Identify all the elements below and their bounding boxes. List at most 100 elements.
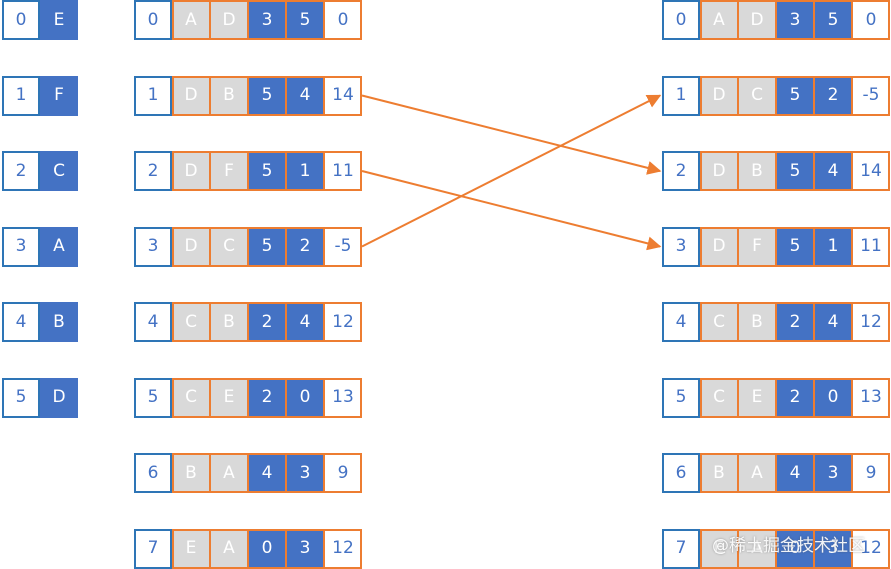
swap-arrow-2 — [361, 170, 662, 251]
row-divider — [285, 302, 287, 342]
row-key-a-cell: 5 — [248, 75, 286, 116]
key-letter-cell: A — [40, 226, 78, 267]
row-node-b-cell: F — [210, 151, 248, 191]
row-divider — [775, 528, 777, 569]
row-key-b-cell: 3 — [286, 453, 324, 493]
swap-arrow-3 — [361, 94, 662, 248]
row-divider — [813, 528, 815, 569]
row-node-a-cell: B — [700, 453, 738, 493]
row-node-a-cell: D — [700, 75, 738, 116]
row-divider — [285, 75, 287, 116]
row-weight-cell: 13 — [852, 377, 890, 418]
row-node-a-cell: C — [700, 377, 738, 418]
row-weight-cell: -5 — [324, 226, 362, 267]
row-node-a-cell: C — [172, 302, 210, 342]
row-index-cell: 7 — [662, 528, 700, 569]
row-index-cell: 2 — [662, 151, 700, 191]
row-index-cell: 1 — [662, 75, 700, 116]
row-key-b-cell: 1 — [286, 151, 324, 191]
row-node-a-cell: D — [172, 75, 210, 116]
row-divider — [813, 151, 815, 191]
row-key-a-cell: 5 — [776, 75, 814, 116]
row-node-b-cell: A — [210, 453, 248, 493]
row-node-b-cell: B — [210, 302, 248, 342]
row-divider — [285, 377, 287, 418]
row-node-a-cell: D — [172, 151, 210, 191]
row-index-cell: 1 — [134, 75, 172, 116]
row-divider — [209, 453, 211, 493]
row-divider — [247, 528, 249, 569]
row-key-b-cell: 0 — [814, 377, 852, 418]
row-divider — [813, 302, 815, 342]
key-index-cell: 3 — [2, 226, 40, 267]
row-divider — [323, 453, 325, 493]
row-key-a-cell: 0 — [248, 528, 286, 569]
row-divider — [247, 0, 249, 40]
row-node-b-cell: A — [210, 528, 248, 569]
key-letter-cell: D — [40, 377, 78, 418]
row-node-b-cell: A — [738, 528, 776, 569]
row-divider — [323, 0, 325, 40]
row-divider — [323, 302, 325, 342]
row-divider — [285, 0, 287, 40]
row-key-a-cell: 5 — [776, 151, 814, 191]
row-index-cell: 5 — [134, 377, 172, 418]
row-weight-cell: 12 — [852, 528, 890, 569]
row-divider — [813, 75, 815, 116]
row-divider — [247, 302, 249, 342]
row-divider — [285, 151, 287, 191]
row-node-b-cell: A — [738, 453, 776, 493]
row-divider — [209, 226, 211, 267]
row-divider — [851, 151, 853, 191]
row-weight-cell: 0 — [324, 0, 362, 40]
row-node-b-cell: F — [738, 226, 776, 267]
row-divider — [737, 75, 739, 116]
row-node-a-cell: C — [172, 377, 210, 418]
row-index-cell: 7 — [134, 528, 172, 569]
row-index-cell: 0 — [134, 0, 172, 40]
row-index-cell: 4 — [134, 302, 172, 342]
row-divider — [209, 151, 211, 191]
row-node-b-cell: E — [210, 377, 248, 418]
key-index-cell: 5 — [2, 377, 40, 418]
row-node-a-cell: E — [172, 528, 210, 569]
row-node-b-cell: B — [210, 75, 248, 116]
row-key-b-cell: 0 — [286, 377, 324, 418]
row-divider — [285, 453, 287, 493]
row-weight-cell: 12 — [324, 528, 362, 569]
row-divider — [813, 226, 815, 267]
row-key-a-cell: 2 — [776, 377, 814, 418]
row-node-b-cell: B — [738, 302, 776, 342]
row-node-a-cell: E — [700, 528, 738, 569]
row-divider — [813, 377, 815, 418]
row-divider — [775, 226, 777, 267]
row-divider — [209, 0, 211, 40]
row-key-b-cell: 5 — [814, 0, 852, 40]
row-weight-cell: 9 — [324, 453, 362, 493]
row-index-cell: 5 — [662, 377, 700, 418]
row-node-a-cell: D — [172, 226, 210, 267]
row-key-b-cell: 4 — [814, 302, 852, 342]
row-divider — [775, 377, 777, 418]
row-key-a-cell: 5 — [776, 226, 814, 267]
row-divider — [285, 528, 287, 569]
key-letter-cell: E — [40, 0, 78, 40]
swap-arrow-1 — [361, 94, 662, 175]
row-node-a-cell: A — [172, 0, 210, 40]
row-weight-cell: 11 — [324, 151, 362, 191]
row-divider — [775, 302, 777, 342]
row-divider — [775, 0, 777, 40]
row-node-a-cell: B — [172, 453, 210, 493]
row-key-a-cell: 5 — [248, 226, 286, 267]
row-divider — [737, 528, 739, 569]
row-weight-cell: 14 — [324, 75, 362, 116]
row-divider — [775, 75, 777, 116]
row-divider — [209, 528, 211, 569]
row-divider — [775, 151, 777, 191]
row-node-a-cell: C — [700, 302, 738, 342]
row-divider — [851, 528, 853, 569]
row-weight-cell: 12 — [324, 302, 362, 342]
row-weight-cell: 0 — [852, 0, 890, 40]
key-letter-cell: B — [40, 302, 78, 342]
row-key-a-cell: 2 — [248, 302, 286, 342]
